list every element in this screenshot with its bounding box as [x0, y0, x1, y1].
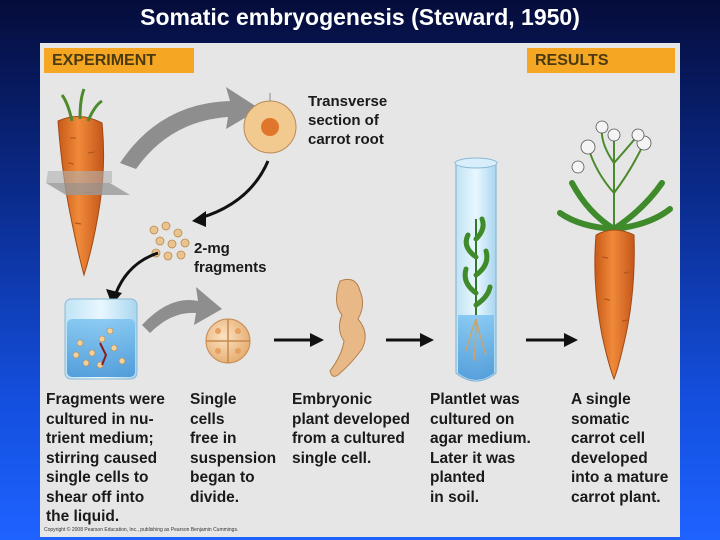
dividing-cell-cluster [205, 318, 251, 364]
test-tube-plantlet [454, 157, 498, 382]
copyright-notice: Copyright © 2008 Pearson Education, Inc.… [44, 527, 239, 533]
caption-single-cells: Single cells free in suspension began to… [190, 391, 277, 506]
transverse-section-disc [243, 93, 297, 154]
embryo-illustration [329, 278, 366, 377]
label-fragments: 2-mg fragments [194, 240, 267, 276]
results-tag: RESULTS [527, 48, 675, 73]
mature-carrot-plant [557, 120, 673, 381]
fragments-cluster [149, 221, 190, 261]
arrow-to-cells [142, 287, 222, 333]
label-transverse-section: Transverse section of carrot root [308, 93, 388, 148]
caption-embryonic-plant: Embryonic plant developed from a culture… [292, 391, 410, 467]
caption-plantlet: Plantlet was cultured on agar medium. La… [430, 391, 531, 506]
arrow-to-section [120, 87, 260, 169]
caption-fragments-cultured: Fragments were cultured in nu- trient me… [46, 391, 165, 525]
slide-title: Somatic embryogenesis (Steward, 1950) [140, 4, 580, 30]
experiment-tag: EXPERIMENT [44, 48, 194, 73]
carrot-root-illustration [46, 88, 130, 277]
diagram-illustration [46, 87, 673, 382]
culture-flask [64, 298, 138, 380]
caption-mature-carrot: A single somatic carrot cell developed i… [571, 391, 669, 506]
figure-panel: EXPERIMENT RESULTS Transverse section of… [40, 43, 680, 537]
